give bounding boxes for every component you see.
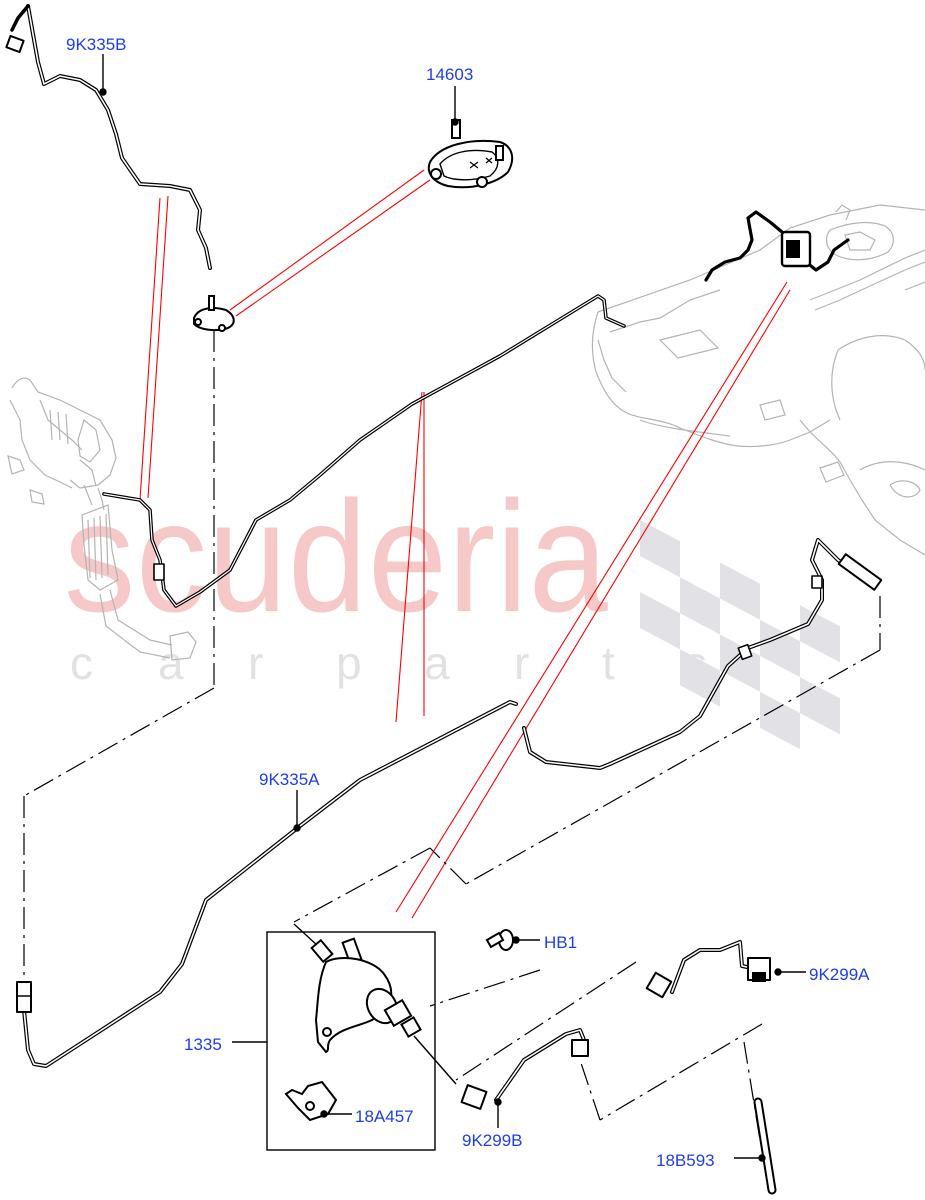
callout-9K299A[interactable]: 9K299A: [809, 965, 870, 984]
evap-canister-ghost: [7, 377, 197, 661]
callout-9K335B[interactable]: 9K335B: [66, 35, 127, 54]
pipe-right-lower: [522, 538, 883, 770]
pump-frame: [232, 931, 436, 1151]
callout-1335[interactable]: 1335: [184, 1035, 222, 1054]
watermark-brand: scuderia: [64, 469, 609, 645]
alignment-lines: [23, 330, 881, 1141]
pipes: [5, 4, 883, 1195]
rod-18B593: [753, 1097, 777, 1195]
callout-9K299B[interactable]: 9K299B: [462, 1131, 523, 1150]
hose-9K299B: [460, 1028, 589, 1110]
callout-9K335A[interactable]: 9K335A: [259, 770, 320, 789]
callout-18B593[interactable]: 18B593: [656, 1151, 715, 1170]
leader-lines: [99, 54, 806, 1162]
pipe-9K335A: [16, 700, 518, 1068]
bolt-HB1: [485, 929, 514, 951]
pump-1335: [293, 923, 457, 1085]
callout-HB1[interactable]: HB1: [544, 933, 578, 952]
pipe-main-upper: [102, 294, 626, 608]
bracket-small: [193, 295, 235, 332]
fuel-tank-ghost: [591, 204, 925, 556]
watermark-checker-flag: [640, 520, 840, 750]
callout-14603[interactable]: 14603: [426, 65, 474, 84]
tank-top-hose: [704, 210, 850, 282]
reference-lines: [139, 169, 791, 919]
hose-9K299A: [645, 940, 771, 999]
hose-9K335B: [5, 4, 212, 270]
bracket-14603: [427, 119, 514, 189]
callout-18A457[interactable]: 18A457: [355, 1107, 414, 1126]
